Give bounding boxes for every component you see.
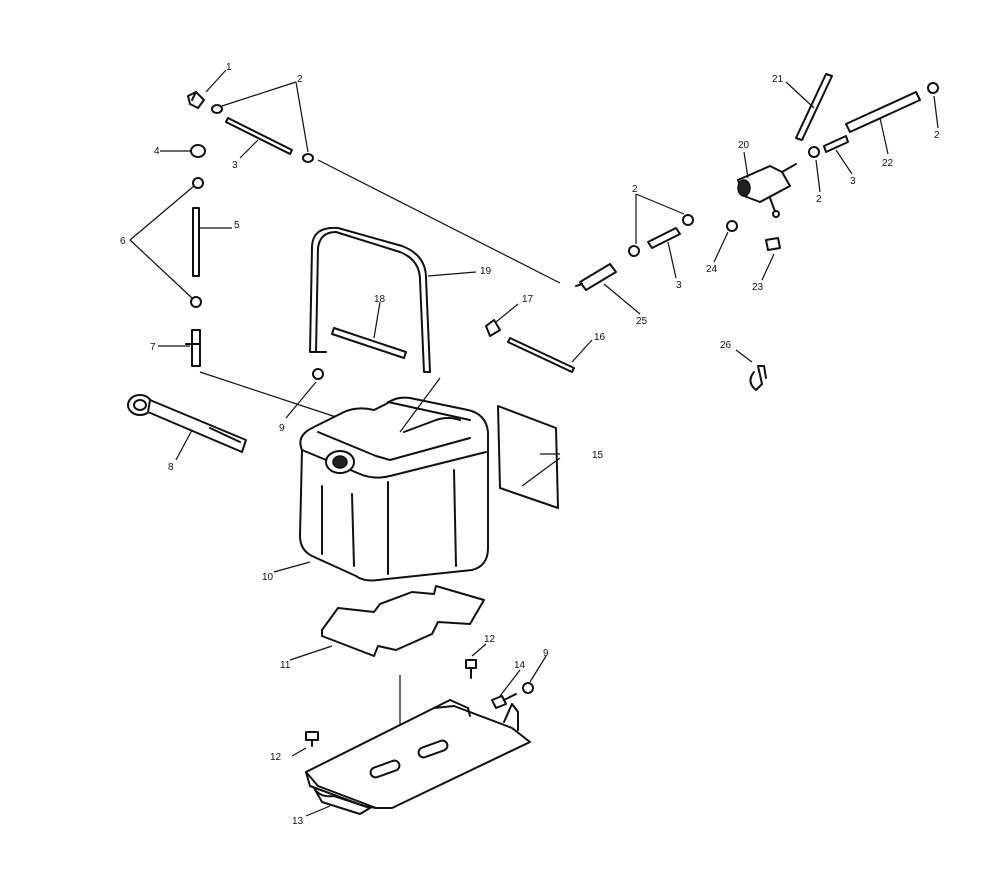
- grommet: [312, 368, 324, 380]
- bolt: [305, 731, 319, 747]
- callout-3: 3: [676, 280, 682, 291]
- callout-15: 15: [592, 450, 604, 461]
- callout-18: 18: [374, 294, 386, 305]
- callout-12: 12: [270, 752, 282, 763]
- grommet: [726, 220, 738, 232]
- callout-17: 17: [522, 294, 534, 305]
- callout-3: 3: [232, 160, 238, 171]
- callout-20: 20: [738, 140, 750, 151]
- hose-clamp: [808, 146, 820, 158]
- callout-14: 14: [514, 660, 526, 671]
- callout-13: 13: [292, 816, 304, 827]
- callout-9: 9: [279, 423, 285, 434]
- leader-lines: [129, 69, 939, 817]
- callout-22: 22: [882, 158, 894, 169]
- callout-2: 2: [297, 74, 303, 85]
- callout-7: 7: [150, 342, 156, 353]
- fuel-hose: [507, 337, 575, 373]
- fuel-hose: [225, 117, 293, 155]
- callout-16: 16: [594, 332, 606, 343]
- fuel-hose: [647, 227, 681, 249]
- nut: [522, 682, 534, 694]
- callout-6: 6: [120, 236, 126, 247]
- vent-hose: [795, 73, 833, 141]
- fuel-line-route: [317, 159, 561, 284]
- callout-11: 11: [280, 660, 291, 671]
- tank-pad: [497, 405, 559, 509]
- elbow-fitting: [485, 319, 501, 337]
- vent-line-route: [199, 371, 346, 421]
- callout-9: 9: [543, 648, 549, 659]
- hose-clamp: [927, 82, 939, 94]
- callout-3: 3: [850, 176, 856, 187]
- callout-26: 26: [720, 340, 732, 351]
- callout-21: 21: [772, 74, 784, 85]
- vent-hose: [192, 207, 200, 277]
- callout-12: 12: [484, 634, 496, 645]
- fuel-filter-hose: [845, 91, 921, 133]
- fuel-hose: [823, 135, 849, 153]
- tank-strap: [309, 226, 431, 373]
- fuel-tank: [299, 396, 489, 582]
- hose-clamp: [192, 177, 204, 189]
- callout-4: 4: [154, 146, 160, 157]
- hose-clamp: [682, 214, 694, 226]
- callout-1: 1: [226, 62, 232, 73]
- callout-2: 2: [816, 194, 822, 205]
- hose-clip: [749, 365, 767, 391]
- callout-25: 25: [636, 316, 648, 327]
- bolt: [465, 659, 477, 679]
- hose-clamp: [211, 104, 223, 114]
- inline-fuel-fitting: [575, 263, 617, 291]
- callout-2: 2: [632, 184, 638, 195]
- tank-gasket: [321, 585, 485, 657]
- fuel-gauge-sender: [127, 394, 247, 453]
- fuel-pump: [737, 163, 797, 218]
- callout-23: 23: [752, 282, 764, 293]
- strap-pad: [331, 327, 407, 359]
- hose-clamp: [190, 296, 202, 308]
- callout-19: 19: [480, 266, 492, 277]
- screw: [765, 237, 781, 251]
- tank-mounting-bracket: [305, 699, 531, 815]
- callout-8: 8: [168, 462, 174, 473]
- hose-clamp: [302, 153, 314, 163]
- hose-clamp: [628, 245, 640, 257]
- bolt: [491, 693, 517, 709]
- callout-2: 2: [934, 130, 940, 141]
- callout-5: 5: [234, 220, 240, 231]
- nut: [190, 144, 206, 158]
- callout-24: 24: [706, 264, 718, 275]
- elbow-fitting: [187, 91, 205, 109]
- callout-10: 10: [262, 572, 274, 583]
- vent-fitting: [185, 329, 201, 367]
